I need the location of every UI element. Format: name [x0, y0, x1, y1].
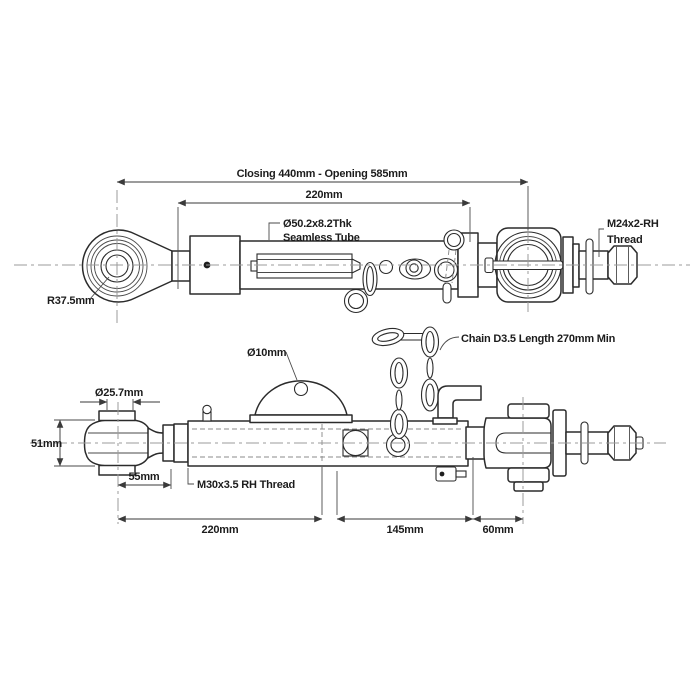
thread-length-label: 55mm — [129, 471, 160, 483]
pin-ring-inner — [347, 292, 365, 310]
fork-pin-boss-top — [507, 403, 550, 419]
tube-spec-label-line2: Seamless Tube — [283, 232, 360, 244]
top-dimensions — [89, 178, 604, 300]
hole-diameter-label: Ø10mm — [247, 347, 287, 359]
linch-pin-tip — [442, 282, 452, 304]
ball-boss-bottom — [98, 464, 136, 476]
guard-dome — [249, 380, 353, 424]
edge-ring-inner — [366, 265, 374, 293]
elbow-handle — [432, 385, 482, 425]
chain-link-inner — [394, 413, 404, 435]
thread-label-line2: Thread — [607, 234, 642, 246]
chain-link-edge — [395, 389, 403, 411]
fork-lock-nut — [607, 425, 637, 461]
eye-radius-label: R37.5mm — [47, 295, 95, 307]
lever-eye-ring — [405, 259, 423, 277]
nipple-cap — [202, 404, 212, 415]
latch-detail — [435, 466, 467, 482]
length-220-label: 220mm — [306, 189, 343, 201]
top-view: Closing 440mm - Opening 585mm 220mm Ø50.… — [14, 168, 690, 323]
tube-spec-leader — [268, 222, 280, 240]
chain-end-ring-inner — [377, 332, 399, 342]
ball-eye-end — [81, 229, 173, 303]
chain-link — [420, 326, 440, 358]
slot-bar — [256, 253, 353, 279]
eye-neck — [171, 250, 191, 282]
ball-boss-top — [98, 410, 136, 422]
clevis-fork-end — [465, 403, 552, 492]
eye-radius-leader — [89, 276, 110, 300]
ball-outline — [83, 419, 151, 467]
latch-body — [435, 466, 457, 482]
bottom-dimensions — [54, 336, 524, 523]
thread-label-line1: M24x2-RH — [607, 218, 659, 230]
length-145-label: 145mm — [387, 524, 424, 536]
chain-link-inner — [425, 330, 435, 354]
dome-arc — [254, 380, 348, 416]
grease-nipple — [202, 404, 212, 422]
ball-height-label: 51mm — [31, 438, 62, 450]
dome-flange — [249, 414, 353, 424]
length-60-label: 60mm — [483, 524, 514, 536]
chain-link-inner — [394, 361, 404, 385]
chain-spec-label: Chain D3.5 Length 270mm Min — [461, 333, 616, 345]
inner-rod-slot — [250, 253, 361, 279]
hidden-pin-line — [451, 249, 457, 284]
chain-link-inner — [425, 383, 435, 407]
linch-ring — [443, 229, 465, 251]
lever-eye-hole — [409, 263, 419, 273]
thread-spec-label: M30x3.5 RH Thread — [197, 479, 295, 491]
hole-dia-leader — [285, 351, 298, 381]
bottom-view: Ø25.7mm 51mm 55mm M30x3.5 RH Thread Ø10m… — [30, 326, 666, 536]
handle-outline — [437, 385, 482, 419]
hidden-pin-line — [444, 249, 450, 284]
tube-spec-label-line1: Ø50.2x8.2Thk — [283, 218, 353, 230]
edge-ring — [362, 261, 378, 297]
chain-link-edge — [426, 357, 434, 379]
handle-base — [432, 417, 458, 425]
fork-pin-step — [513, 481, 544, 492]
fork-pin-boss-bottom — [507, 467, 550, 483]
thread-leader — [598, 228, 604, 257]
ball-diameter-label: Ø25.7mm — [95, 387, 144, 399]
pin-ring — [343, 288, 369, 314]
chain-leader — [439, 336, 460, 351]
chain — [371, 326, 440, 440]
slot-tip — [351, 258, 361, 274]
slot-nub — [250, 260, 258, 272]
latch-pin — [455, 470, 467, 478]
length-220-label: 220mm — [202, 524, 239, 536]
chain-link — [389, 357, 409, 389]
dome-hole — [293, 381, 309, 397]
linch-ring-inner — [446, 232, 462, 248]
thread-pin — [585, 238, 594, 295]
small-hole — [378, 259, 394, 275]
chain-end-ring — [371, 327, 405, 347]
closing-opening-label: Closing 440mm - Opening 585mm — [237, 168, 408, 180]
linch-pin — [442, 229, 465, 304]
thread-spec-leader — [187, 468, 194, 485]
latch-dot — [439, 471, 445, 477]
